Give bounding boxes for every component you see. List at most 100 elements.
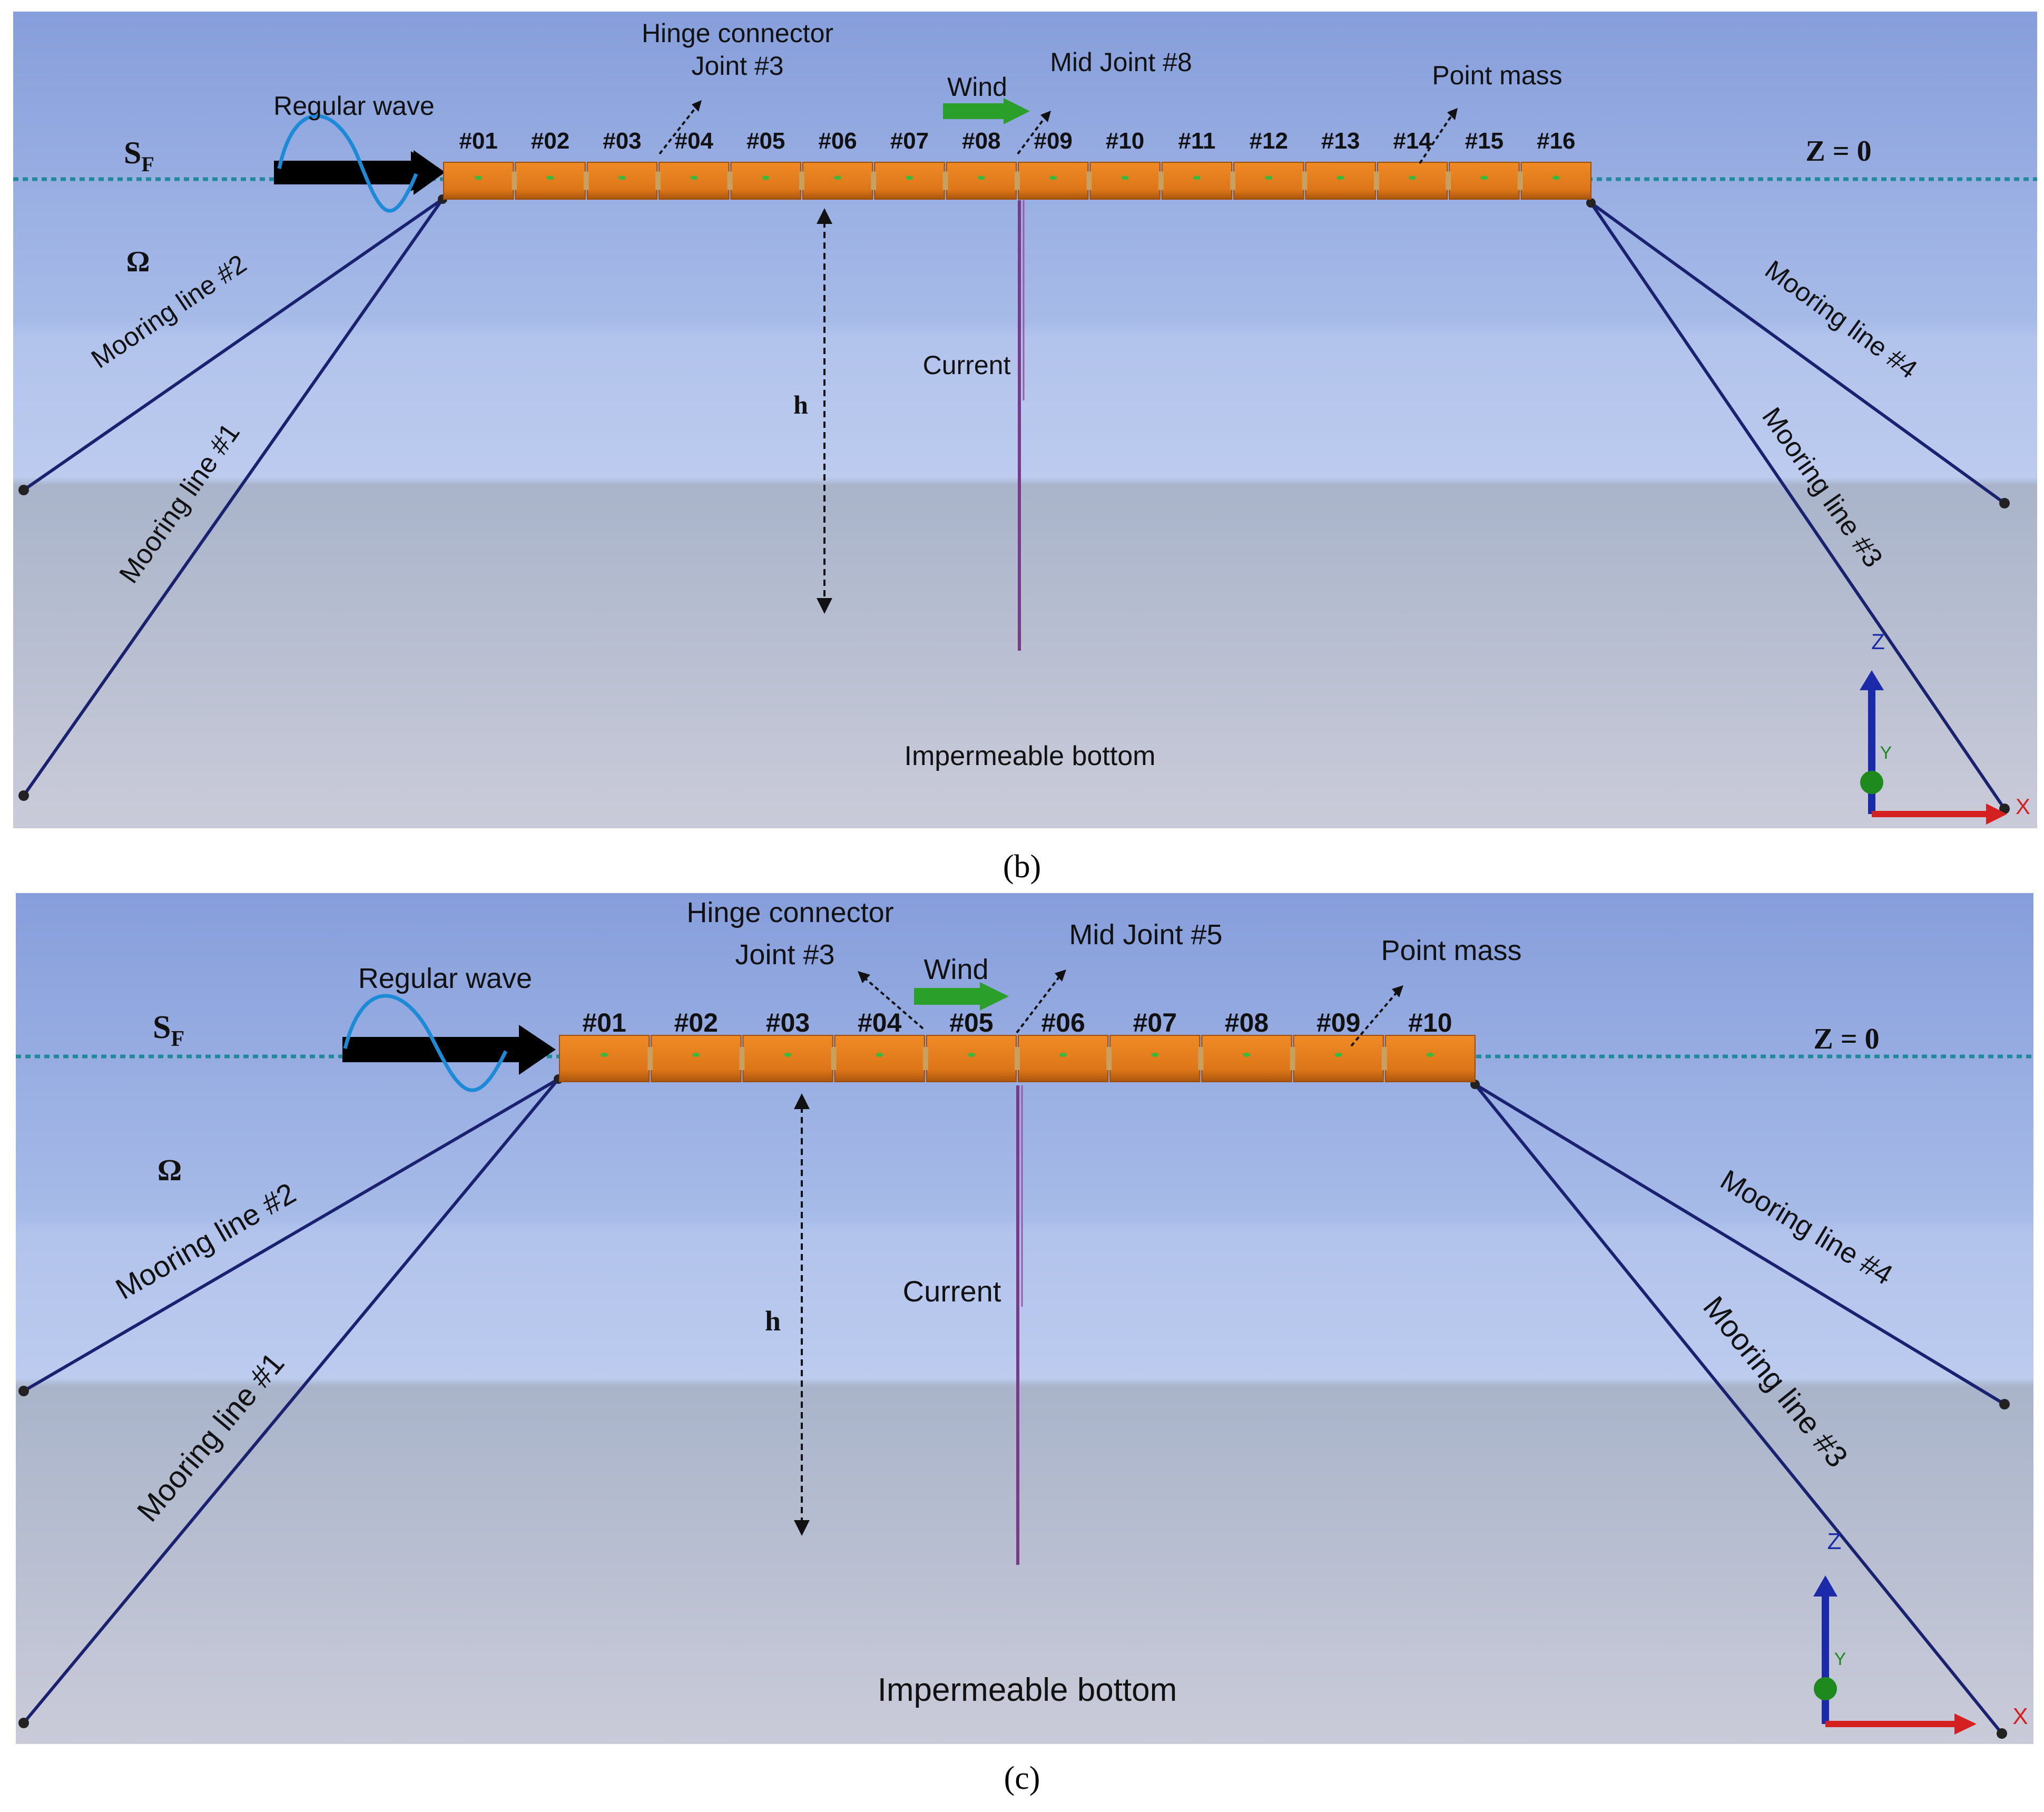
axis-z-arrow-icon xyxy=(1813,1575,1837,1596)
wind-arrow-shaft xyxy=(914,988,982,1005)
module-label: #10 xyxy=(1106,128,1144,154)
axis-x-label: X xyxy=(2016,794,2030,819)
hinge-connector xyxy=(739,1047,745,1070)
point-mass-marker xyxy=(762,175,770,180)
point-mass-marker xyxy=(1426,1052,1434,1057)
hinge-connector xyxy=(727,171,733,190)
wind-label: Wind xyxy=(947,72,1007,102)
floating-module xyxy=(946,162,1017,200)
floating-module xyxy=(1305,162,1376,200)
floating-module xyxy=(742,1035,833,1082)
hinge-connector xyxy=(1158,171,1164,190)
floating-module xyxy=(1233,162,1304,200)
floating-module xyxy=(1161,162,1233,200)
h-label: h xyxy=(793,390,808,419)
hinge-joint-label: Joint #3 xyxy=(691,51,783,81)
point-mass-marker xyxy=(1334,1052,1342,1057)
module-label: #12 xyxy=(1250,128,1288,154)
floating-module xyxy=(659,162,730,200)
modules-c: #01#02#03#04#05#06#07#08#09#10 xyxy=(559,1008,1476,1082)
regular-wave-label: Regular wave xyxy=(273,91,435,121)
axis-y-dot-icon xyxy=(1814,1677,1837,1700)
mooring-line-4 xyxy=(1474,1083,2006,1406)
depth-arrow-down-icon xyxy=(794,1520,810,1536)
floating-module xyxy=(1520,162,1591,200)
wave-icon xyxy=(343,994,508,1092)
axis-z-label: Z xyxy=(1871,629,1885,654)
surface-label: SF xyxy=(153,1010,184,1051)
point-mass-marker xyxy=(475,175,483,180)
floating-module xyxy=(1018,1035,1109,1082)
hinge-arrowhead-icon xyxy=(692,100,702,112)
hinge-connector xyxy=(831,1047,837,1070)
point-mass-marker xyxy=(834,175,842,180)
current-label: Current xyxy=(923,350,1011,380)
point-mass-arrowhead-icon xyxy=(1447,108,1458,120)
panel-c: #01#02#03#04#05#06#07#08#09#10 Regular w… xyxy=(16,893,2033,1744)
module-label: #14 xyxy=(1393,128,1432,154)
module-label: #15 xyxy=(1465,128,1503,154)
floating-module xyxy=(559,1035,650,1082)
mid-joint-arrowhead-icon xyxy=(1055,969,1066,982)
module-label: #05 xyxy=(949,1008,993,1037)
wind-arrow-icon xyxy=(1004,98,1030,124)
hinge-connector-label: Hinge connector xyxy=(686,897,893,928)
floating-module xyxy=(874,162,945,200)
anchor-point xyxy=(18,1718,29,1728)
hinge-joint-label: Joint #3 xyxy=(735,939,834,971)
point-mass-marker xyxy=(977,175,985,180)
anchor-point xyxy=(1999,1399,2010,1409)
floating-module xyxy=(651,1035,742,1082)
z-zero-label: Z = 0 xyxy=(1805,135,1871,168)
point-mass-marker xyxy=(618,175,626,180)
hinge-connector xyxy=(799,171,804,190)
point-mass-marker xyxy=(967,1052,975,1057)
mooring-line-3 xyxy=(1473,1083,2003,1735)
point-mass-label: Point mass xyxy=(1432,61,1562,90)
module-label: #03 xyxy=(603,128,641,154)
floating-module xyxy=(515,162,586,200)
hinge-connector xyxy=(1198,1047,1204,1070)
depth-arrow-down-icon xyxy=(817,598,832,614)
point-mass-leader xyxy=(1350,992,1397,1047)
floating-module xyxy=(1449,162,1520,200)
module-label: #04 xyxy=(675,128,714,154)
point-mass-marker xyxy=(1049,175,1057,180)
module-label: #02 xyxy=(531,128,569,154)
wind-arrow-icon xyxy=(980,982,1009,1011)
floating-module xyxy=(1384,1035,1476,1082)
hinge-connector xyxy=(871,171,877,190)
module-label: #10 xyxy=(1408,1008,1452,1037)
hinge-connector xyxy=(1086,171,1092,190)
depth-arrow-up-icon xyxy=(794,1093,810,1109)
point-mass-marker xyxy=(1409,175,1417,180)
impermeable-bottom-label: Impermeable bottom xyxy=(905,741,1156,771)
anchor-point xyxy=(1999,498,2010,508)
mooring-line-1 xyxy=(22,198,444,797)
hinge-connector xyxy=(922,1047,928,1070)
mid-joint-label: Mid Joint #5 xyxy=(1069,919,1222,951)
point-mass-arrowhead-icon xyxy=(1392,985,1403,997)
point-mass-marker xyxy=(906,175,913,180)
floating-module xyxy=(802,162,873,200)
hinge-connector xyxy=(1015,171,1020,190)
hinge-connector xyxy=(1373,171,1379,190)
hinge-connector xyxy=(1106,1047,1112,1070)
point-mass-marker xyxy=(546,175,554,180)
floating-module xyxy=(1109,1035,1201,1082)
floating-module xyxy=(1293,1035,1384,1082)
hinge-leader xyxy=(659,107,696,155)
floating-module xyxy=(730,162,801,200)
anchor-point xyxy=(18,1386,29,1396)
caption-c: (c) xyxy=(1004,1760,1040,1796)
hinge-connector xyxy=(1290,1047,1295,1070)
fairlead-point xyxy=(1586,198,1596,208)
point-mass-marker xyxy=(690,175,698,180)
axis-z-label: Z xyxy=(1827,1529,1842,1554)
point-mass-leader xyxy=(1419,115,1452,164)
module-label: #01 xyxy=(459,128,497,154)
module-label: #13 xyxy=(1321,128,1360,154)
point-mass-marker xyxy=(1480,175,1488,180)
module-label: #07 xyxy=(1133,1008,1177,1037)
wave-arrow-head xyxy=(519,1025,556,1075)
